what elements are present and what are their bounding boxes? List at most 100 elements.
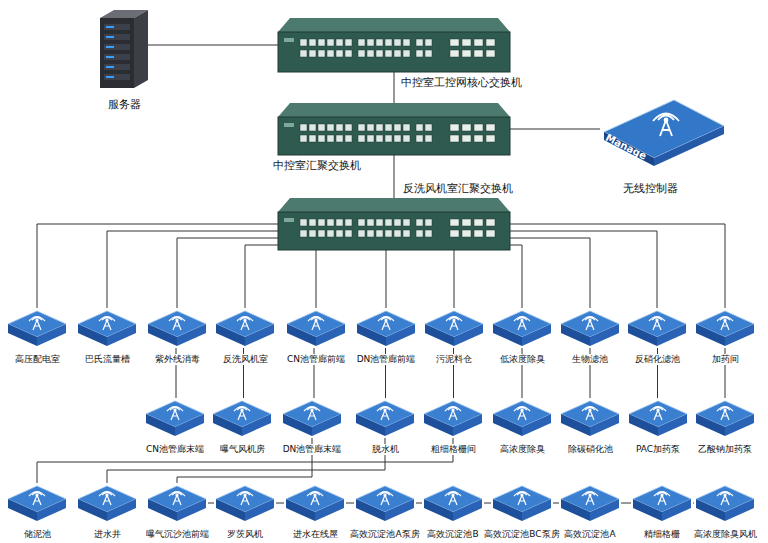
- access-point-icon: [355, 308, 417, 348]
- access-point-icon: [422, 398, 484, 438]
- server-node-icon: [100, 10, 148, 88]
- access-point-icon: [146, 308, 208, 348]
- node-label: DN池管廊前端: [356, 354, 417, 365]
- access-point: 精细格栅: [631, 483, 693, 523]
- access-point-icon: [6, 483, 68, 523]
- access-point: 曝气沉沙池前端: [146, 483, 208, 523]
- node-label: 生物滤池: [571, 354, 609, 365]
- network-link: [510, 231, 657, 308]
- access-point-icon: [214, 483, 276, 523]
- network-link: [394, 72, 395, 103]
- network-link: [107, 438, 385, 483]
- node-label: 中控室工控网核心交换机: [400, 76, 523, 89]
- access-point: 低浓度除臭: [491, 308, 553, 348]
- network-link: [454, 250, 455, 308]
- access-point: 高压配电室: [6, 308, 68, 348]
- access-point: 脱水机: [354, 398, 416, 438]
- node-label: CN池管廊前端: [286, 354, 346, 365]
- access-point: 生物滤池: [559, 308, 621, 348]
- access-point-icon: [631, 483, 693, 523]
- wireless-controller: 无线控制器: [600, 98, 728, 168]
- access-point-icon: [285, 308, 347, 348]
- access-point-icon: [626, 308, 688, 348]
- access-point: 进水井: [76, 483, 138, 523]
- access-point: 进水在线屋: [284, 483, 346, 523]
- node-label: 精细格栅: [643, 529, 681, 540]
- access-point-icon: [422, 483, 484, 523]
- network-link: [510, 245, 522, 308]
- node-label: 高浓度除臭: [499, 444, 546, 455]
- node-label: 高效沉淀池A: [563, 529, 616, 540]
- network-link: [245, 245, 278, 308]
- access-point: 高效沉淀池B: [422, 483, 484, 523]
- node-label: 高效沉淀池B: [426, 529, 479, 540]
- access-point-icon: [491, 308, 553, 348]
- access-point-icon: [6, 308, 68, 348]
- node-label: 进水井: [93, 529, 122, 540]
- access-point: 储泥池: [6, 483, 68, 523]
- access-point-icon: [491, 398, 553, 438]
- network-switch: 反洗风机室汇聚交换机: [278, 198, 510, 250]
- network-link: [148, 45, 278, 46]
- node-label: 粗细格栅间: [430, 444, 477, 455]
- node-label: 服务器: [107, 98, 142, 111]
- network-link: [510, 129, 600, 130]
- node-label: 曝气沉沙池前端: [145, 529, 210, 540]
- access-point-icon: [491, 483, 553, 523]
- access-point-icon: [211, 398, 273, 438]
- network-link: [37, 224, 278, 308]
- node-label: 脱水机: [371, 444, 400, 455]
- network-link: [107, 231, 278, 308]
- access-point-icon: [354, 398, 416, 438]
- node-label: 高浓度除臭风机: [693, 529, 758, 540]
- network-switch: 中控室工控网核心交换机: [278, 18, 510, 72]
- node-label: 高压配电室: [14, 354, 61, 365]
- node-label: 高效沉淀池A泵房: [349, 529, 420, 540]
- network-link: [484, 503, 491, 504]
- access-point: DN池管廊末端: [281, 398, 343, 438]
- access-point: 高效沉淀池A: [559, 483, 621, 523]
- node-label: 无线控制器: [622, 182, 679, 195]
- network-link: [510, 224, 725, 308]
- access-point-icon: [146, 483, 208, 523]
- node-label: 进水在线屋: [292, 529, 339, 540]
- access-point: 高浓度除臭: [491, 398, 553, 438]
- access-point: DN池管廊前端: [355, 308, 417, 348]
- node-label: DN池管廊末端: [282, 444, 343, 455]
- access-point-icon: [694, 483, 756, 523]
- access-point: 反洗风机室: [214, 308, 276, 348]
- access-point: 高浓度除臭风机: [694, 483, 756, 523]
- node-label: 除碳硝化池: [567, 444, 614, 455]
- network-link: [177, 238, 278, 308]
- access-point: 粗细格栅间: [422, 398, 484, 438]
- node-label: 中控室汇聚交换机: [272, 159, 362, 172]
- network-link: [394, 155, 395, 198]
- access-point: 反硝化滤池: [626, 308, 688, 348]
- node-label: 反硝化滤池: [634, 354, 681, 365]
- node-label: 储泥池: [23, 529, 52, 540]
- access-point-icon: [76, 483, 138, 523]
- wireless-controller-icon: [600, 98, 728, 168]
- access-point-icon: [144, 398, 206, 438]
- access-point: PAC加药泵: [627, 398, 689, 438]
- access-point-icon: [559, 398, 621, 438]
- network-link: [553, 503, 559, 504]
- network-link: [621, 503, 631, 504]
- network-link: [276, 503, 284, 504]
- network-switch-icon: [278, 18, 510, 72]
- network-link: [416, 503, 422, 504]
- access-point: 曝气风机房: [211, 398, 273, 438]
- access-point-icon: [214, 308, 276, 348]
- access-point: 紫外线消毒: [146, 308, 208, 348]
- access-point: 除碳硝化池: [559, 398, 621, 438]
- access-point-icon: [76, 308, 138, 348]
- access-point: 污泥料仓: [423, 308, 485, 348]
- network-link: [208, 503, 214, 504]
- network-link: [316, 250, 317, 308]
- access-point: 高效沉淀池A泵房: [354, 483, 416, 523]
- node-label: 曝气风机房: [219, 444, 266, 455]
- network-link: [37, 438, 453, 483]
- node-label: 加药间: [711, 354, 740, 365]
- access-point-icon: [694, 308, 756, 348]
- access-point: 高效沉淀池BC泵房: [491, 483, 553, 523]
